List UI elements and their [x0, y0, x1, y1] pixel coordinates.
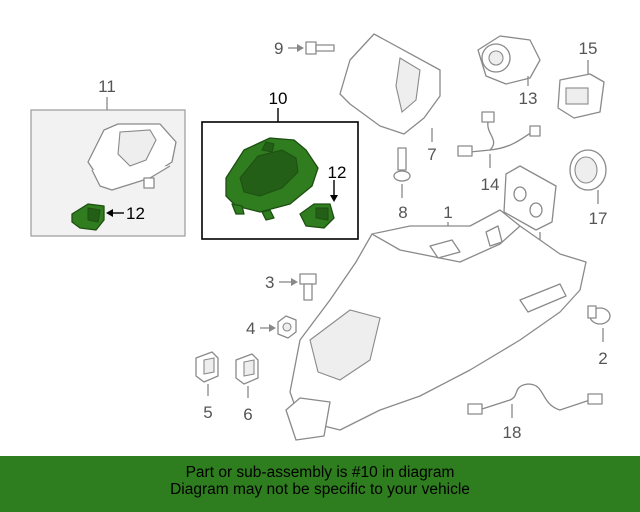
- shift-gate-slot: [117, 129, 157, 167]
- bezel-opening: [239, 149, 299, 197]
- part-11-group[interactable]: 11 12: [30, 77, 186, 237]
- harness-14-wire-a: [469, 121, 495, 153]
- arrow-12b: [330, 195, 338, 202]
- shift-plate-edge: [91, 165, 171, 191]
- callout-6: 6: [243, 405, 252, 424]
- console-1-vent-b: [519, 283, 567, 313]
- part-10-group[interactable]: 10 12: [201, 89, 359, 240]
- callout-15: 15: [579, 39, 598, 58]
- clip-12-right-shade: [315, 207, 329, 221]
- bracket-7: [339, 33, 441, 135]
- harness-14-wire-b: [489, 131, 533, 151]
- console-1-bracket: [285, 397, 331, 441]
- arrow-4: [269, 324, 276, 332]
- part-4[interactable]: 4: [246, 315, 297, 339]
- bolt-9-shank: [315, 44, 335, 52]
- callout-12b: 12: [328, 163, 347, 182]
- nut-4-hole: [282, 322, 292, 332]
- console-1-knob: [485, 225, 503, 247]
- harness-18-wire: [481, 383, 591, 411]
- part-6[interactable]: 6: [235, 353, 259, 424]
- panel-16-hole-a: [513, 186, 527, 202]
- pin-2-shank: [587, 305, 597, 319]
- callout-14: 14: [481, 175, 500, 194]
- part-15[interactable]: 15: [557, 39, 605, 119]
- part-16[interactable]: 16: [503, 165, 557, 268]
- harness-14-plug-right: [529, 125, 541, 137]
- callout-2: 2: [598, 349, 607, 368]
- harness-14-plug-left: [457, 145, 473, 157]
- banner-line-1: Part or sub-assembly is #10 in diagram: [185, 464, 455, 481]
- part-2[interactable]: 2: [587, 305, 611, 368]
- callout-11: 11: [98, 77, 116, 96]
- bezel-foot-right: [261, 209, 275, 221]
- bolt-9-head: [305, 41, 317, 55]
- callout-13: 13: [519, 89, 538, 108]
- ring-17-inner: [574, 156, 598, 184]
- callout-5: 5: [203, 403, 212, 422]
- callout-18: 18: [503, 423, 522, 442]
- bezel-foot-left: [231, 203, 245, 215]
- console-1-body: [289, 209, 587, 431]
- panel-16: [503, 165, 557, 231]
- console-1-vent-a: [429, 239, 461, 259]
- callout-10: 10: [269, 89, 288, 108]
- panel-16-hole-b: [529, 202, 543, 218]
- info-banner: Part or sub-assembly is #10 in diagram D…: [0, 456, 640, 512]
- part-17[interactable]: 17: [569, 149, 608, 228]
- callout-3: 3: [265, 273, 274, 292]
- console-1-tray: [309, 309, 381, 381]
- shift-plate-clip: [143, 177, 155, 189]
- part-5[interactable]: 5: [195, 351, 219, 422]
- arrow-12a: [106, 209, 113, 217]
- callout-1: 1: [443, 203, 452, 222]
- bezel-tab: [261, 141, 275, 153]
- harness-18-plug-right: [587, 393, 603, 405]
- bolt-3-head: [299, 273, 317, 285]
- part-8[interactable]: 8: [393, 147, 411, 222]
- part-1[interactable]: 1: [285, 203, 587, 441]
- part-9[interactable]: 9: [274, 39, 335, 58]
- switch-15-face: [565, 87, 589, 105]
- callout-8: 8: [398, 203, 407, 222]
- part-14[interactable]: 14: [457, 111, 541, 194]
- arrow-3: [291, 278, 298, 286]
- harness-18-plug-left: [467, 403, 483, 415]
- arrow-9: [297, 44, 304, 52]
- clip-5-face: [203, 357, 215, 375]
- outlet-13-inner: [488, 50, 504, 66]
- part-18[interactable]: 18: [467, 383, 603, 442]
- harness-14-plug-top: [481, 111, 495, 123]
- screw-8-head: [393, 170, 411, 182]
- bracket-7-face: [395, 57, 421, 114]
- screw-8-shank: [397, 147, 407, 171]
- part-13[interactable]: 13: [477, 35, 541, 108]
- callout-4: 4: [246, 319, 255, 338]
- part-3[interactable]: 3: [265, 273, 317, 301]
- clip-12-left-shade: [87, 207, 101, 223]
- callout-17: 17: [589, 209, 608, 228]
- bolt-3-shank: [303, 283, 313, 301]
- part-7[interactable]: 7: [339, 33, 441, 164]
- clip-6-face: [243, 359, 255, 377]
- callout-7: 7: [427, 145, 436, 164]
- banner-line-2: Diagram may not be specific to your vehi…: [170, 481, 470, 498]
- callout-9: 9: [274, 39, 283, 58]
- callout-12a: 12: [126, 204, 145, 223]
